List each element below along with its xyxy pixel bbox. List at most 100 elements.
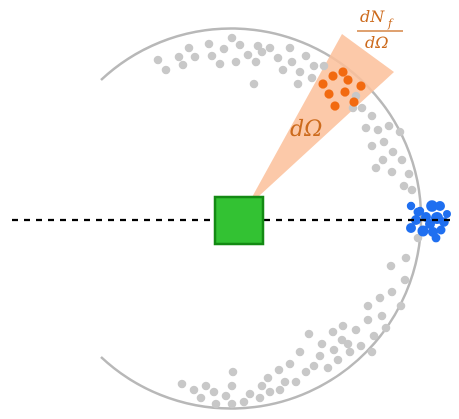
gray-particle xyxy=(207,51,217,61)
blue-particle xyxy=(406,223,416,233)
gray-particle xyxy=(245,389,255,399)
gray-particle xyxy=(190,52,200,62)
orange-particle xyxy=(340,87,350,97)
gray-particle xyxy=(378,155,388,165)
gray-particle xyxy=(227,33,237,43)
blue-particle xyxy=(436,225,446,235)
blue-particle xyxy=(431,233,441,243)
blue-particle xyxy=(413,207,423,217)
gray-particle xyxy=(231,57,241,67)
orange-particles xyxy=(318,67,366,111)
blue-particle xyxy=(417,225,429,237)
gray-particle xyxy=(345,347,355,357)
gray-particle xyxy=(211,399,221,409)
blue-particle xyxy=(439,217,449,227)
gray-particle xyxy=(381,323,391,333)
gray-particle xyxy=(401,253,411,263)
gray-particle xyxy=(375,293,385,303)
blue-particle xyxy=(435,201,445,211)
gray-particle xyxy=(251,57,261,67)
blue-particles xyxy=(406,200,451,243)
orange-particle xyxy=(318,79,328,89)
gray-particle xyxy=(235,40,245,50)
gray-particle xyxy=(399,181,409,191)
gray-particle xyxy=(367,347,377,357)
gray-particle xyxy=(301,367,311,377)
gray-particle xyxy=(387,167,397,177)
gray-particle xyxy=(228,367,238,377)
gray-particle xyxy=(369,331,379,341)
orange-particle xyxy=(356,81,366,91)
gray-particle xyxy=(357,103,367,113)
gray-particle xyxy=(319,61,329,71)
gray-particle xyxy=(239,397,249,407)
gray-particle xyxy=(278,65,288,75)
target-square xyxy=(213,195,265,246)
gray-particle xyxy=(174,52,184,62)
gray-particle xyxy=(386,261,396,271)
gray-particle xyxy=(387,287,397,297)
gray-particle xyxy=(338,321,348,331)
gray-particle xyxy=(371,163,381,173)
orange-particle xyxy=(324,89,334,99)
gray-particle xyxy=(395,127,405,137)
gray-particle xyxy=(249,79,259,89)
gray-particle xyxy=(293,79,303,89)
orange-particle xyxy=(330,101,340,111)
gray-particle xyxy=(363,315,373,325)
gray-particle xyxy=(295,347,305,357)
gray-particle xyxy=(227,399,237,409)
gray-particle xyxy=(317,339,327,349)
detector-circle-arc xyxy=(100,27,423,410)
gray-particle xyxy=(333,355,343,365)
gray-particle xyxy=(361,123,371,133)
gray-particle xyxy=(184,43,194,53)
gray-particle xyxy=(275,385,285,395)
gray-particle xyxy=(291,377,301,387)
gray-particle xyxy=(285,359,295,369)
gray-particle xyxy=(209,387,219,397)
orange-particle xyxy=(343,75,353,85)
orange-particle xyxy=(338,67,348,77)
blue-particle xyxy=(425,219,435,229)
gray-particle xyxy=(257,381,267,391)
gray-particle xyxy=(280,377,290,387)
blue-particle xyxy=(406,201,416,211)
gray-particle xyxy=(379,137,389,147)
gray-particle xyxy=(407,185,417,195)
orange-particle xyxy=(349,97,359,107)
gray-particle xyxy=(227,381,237,391)
fraction-denominator: dΩ xyxy=(365,33,389,52)
gray-particle xyxy=(295,67,305,77)
gray-particle xyxy=(265,43,275,53)
gray-particle xyxy=(367,111,377,121)
gray-particle xyxy=(343,339,353,349)
gray-particle xyxy=(287,57,297,67)
gray-particle xyxy=(243,50,253,60)
gray-particle xyxy=(221,391,231,401)
gray-particle xyxy=(377,311,387,321)
gray-particle xyxy=(384,121,394,131)
gray-particle xyxy=(196,393,206,403)
gray-particle xyxy=(329,345,339,355)
gray-particle xyxy=(215,59,225,69)
gray-particle xyxy=(263,373,273,383)
gray-particle xyxy=(315,351,325,361)
gray-particle xyxy=(363,301,373,311)
gray-particle xyxy=(273,53,283,63)
gray-particle xyxy=(328,327,338,337)
gray-particle xyxy=(307,73,317,83)
gray-particle xyxy=(309,361,319,371)
blue-particle xyxy=(426,200,438,212)
gray-particle xyxy=(177,379,187,389)
solid-angle-label: dΩ xyxy=(290,117,322,142)
gray-particle xyxy=(161,65,171,75)
gray-particle xyxy=(153,55,163,65)
gray-particle xyxy=(397,155,407,165)
solid-angle-cone xyxy=(246,34,394,208)
fraction-numerator-subscript: f xyxy=(387,17,394,30)
blue-particle xyxy=(411,215,421,225)
gray-particle xyxy=(309,61,319,71)
gray-particle xyxy=(367,141,377,151)
gray-particle xyxy=(201,381,211,391)
